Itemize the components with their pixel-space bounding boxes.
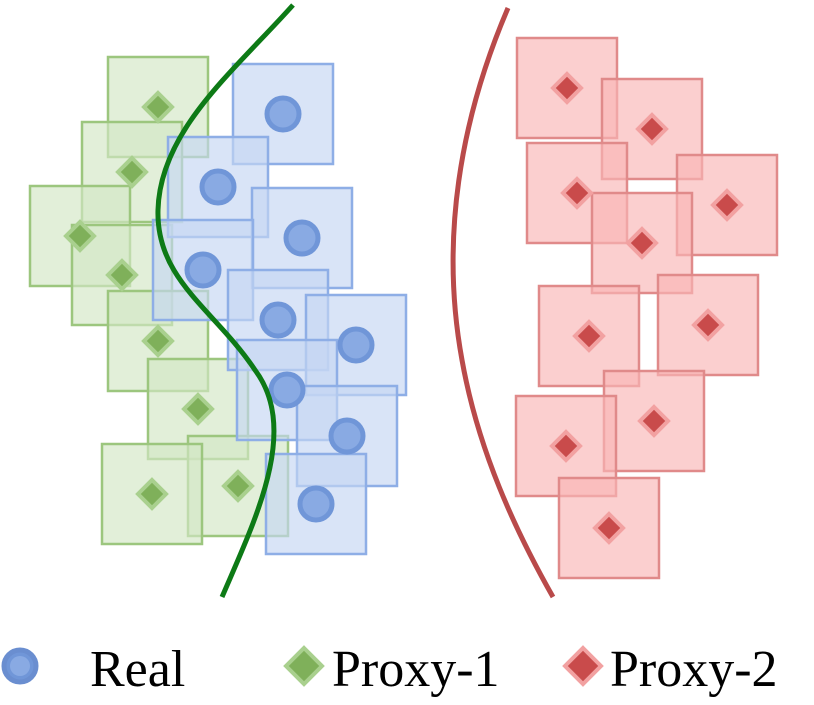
proxy2-diamond-icon [691,308,725,342]
real-legend-icon-highlight [10,656,30,676]
proxy1-diamond-icon [181,392,215,426]
proxy1-diamond-icon [141,90,175,124]
proxy2-diamond-icon [710,188,744,222]
proxy2-diamond-icon [637,404,671,438]
legend-real-label: Real [90,641,185,698]
real-circle-icon [328,417,366,455]
proxy2-diamond-icon [592,511,626,545]
proxy1-diamond-icon [221,469,255,503]
proxy1-diamond-icon [115,155,149,189]
boundary-green [155,3,295,598]
proxy2-sample-square [602,369,706,473]
proxy2-legend-icon [562,645,604,687]
proxy2-diamond-icon [549,429,583,463]
real-circle-icon [259,301,297,339]
proxy1-sample-square [100,442,204,546]
proxy2-diamond-icon [572,319,606,353]
proxy1-legend-icon [283,645,325,687]
legend-proxy2-label: Proxy-2 [610,641,778,698]
real-circle-icon [337,326,375,364]
proxy1-diamond-icon [63,219,97,253]
proxy1-diamond-icon [135,477,169,511]
real-circle-icon [264,95,302,133]
proxy1-diamond-icon [141,324,175,358]
proxy2-diamond-icon [560,176,594,210]
real-circle-icon [199,168,237,206]
real-circle-icon [297,485,335,523]
real-circle-icon [184,251,222,289]
sample-group [28,36,779,580]
real-circle-icon [283,219,321,257]
proxy2-diamond-icon [625,226,659,260]
boundary-red [450,7,556,599]
legend: Real Proxy-1 Proxy-2 [1,641,778,698]
real-circle-icon [268,371,306,409]
proxy1-diamond-icon [105,258,139,292]
proxy2-diamond-icon [550,71,584,105]
proxy2-diamond-icon [635,112,669,146]
legend-proxy1-label: Proxy-1 [332,641,500,698]
